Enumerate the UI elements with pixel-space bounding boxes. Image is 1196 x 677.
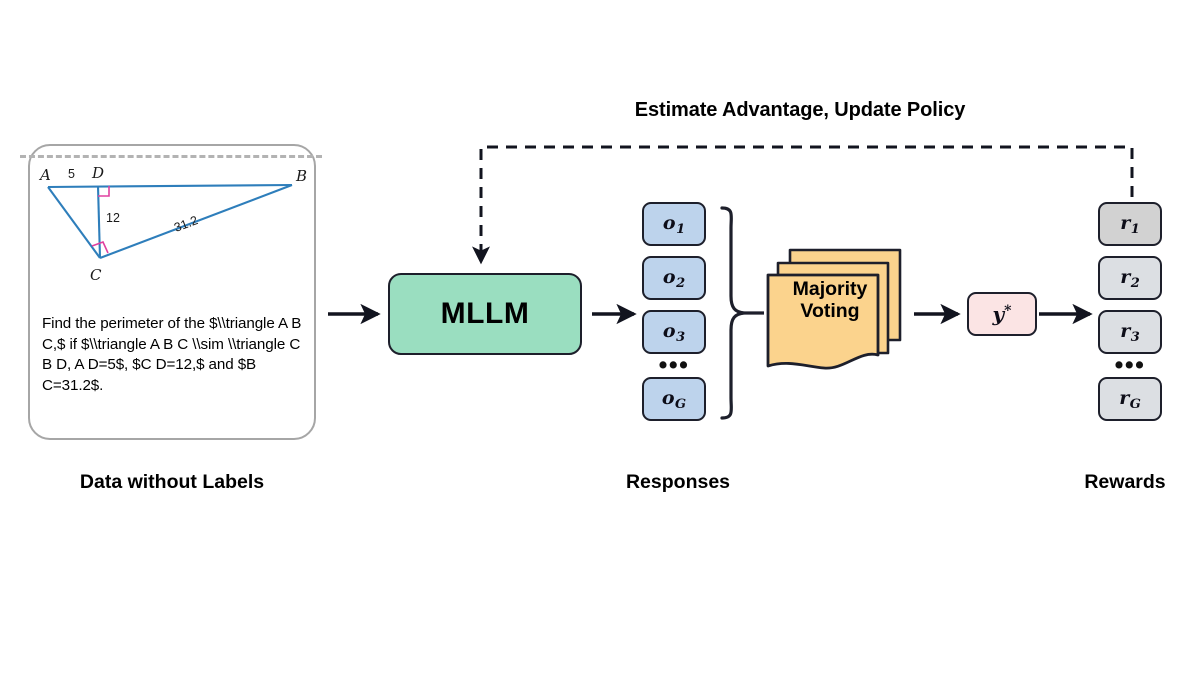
response-label-g: oG bbox=[661, 386, 687, 412]
geometry-measure-ad: 5 bbox=[68, 167, 75, 181]
caption-responses: Responses bbox=[625, 471, 731, 493]
feedback-dashed-arrow bbox=[472, 145, 1134, 265]
geometry-vertex-a: A bbox=[38, 166, 51, 184]
geometry-measure-cd: 12 bbox=[106, 211, 120, 225]
geometry-vertex-b: B bbox=[295, 167, 307, 185]
mllm-block[interactable]: MLLM bbox=[388, 273, 582, 355]
geometry-vertex-c: C bbox=[90, 266, 102, 284]
voting-line-2: Voting bbox=[800, 300, 860, 322]
mllm-label: MLLM bbox=[440, 297, 530, 330]
response-box-2[interactable]: o2 bbox=[642, 256, 706, 300]
reward-box-g[interactable]: rG bbox=[1098, 377, 1162, 421]
reward-label-g: rG bbox=[1119, 386, 1141, 412]
reward-label-2: r2 bbox=[1120, 265, 1140, 291]
majority-voting-label: Majority Voting bbox=[774, 278, 886, 322]
problem-statement-text: Find the perimeter of the $\\triangle A … bbox=[42, 315, 302, 394]
majority-voting-stack[interactable]: Majority Voting bbox=[766, 248, 902, 374]
responses-ellipsis: ••• bbox=[658, 351, 690, 379]
voting-line-1: Majority bbox=[792, 278, 868, 300]
majority-voting-cards bbox=[766, 248, 902, 370]
data-sample-card: A D B C 5 12 31.2 Find the perimeter of … bbox=[28, 144, 316, 440]
response-label-3: o3 bbox=[662, 319, 686, 345]
response-box-g[interactable]: oG bbox=[642, 377, 706, 421]
geometry-vertex-d: D bbox=[91, 164, 104, 182]
consensus-answer-label: y* bbox=[992, 302, 1012, 326]
response-label-2: o2 bbox=[662, 265, 686, 291]
geometry-figure: A D B C 5 12 31.2 bbox=[38, 164, 307, 284]
feedback-loop-label: Estimate Advantage, Update Policy bbox=[634, 99, 966, 121]
reward-box-1[interactable]: r1 bbox=[1098, 202, 1162, 246]
reward-label-1: r1 bbox=[1120, 211, 1140, 237]
reward-box-3[interactable]: r3 bbox=[1098, 310, 1162, 354]
reward-label-3: r3 bbox=[1120, 319, 1140, 345]
response-box-1[interactable]: o1 bbox=[642, 202, 706, 246]
consensus-answer-box[interactable]: y* bbox=[967, 292, 1037, 336]
responses-brace bbox=[720, 206, 745, 420]
caption-rewards: Rewards bbox=[1084, 471, 1166, 493]
response-label-1: o1 bbox=[662, 211, 686, 237]
card-divider bbox=[20, 155, 322, 158]
caption-data-without-labels: Data without Labels bbox=[79, 471, 265, 493]
rewards-ellipsis: ••• bbox=[1114, 351, 1146, 379]
reward-box-2[interactable]: r2 bbox=[1098, 256, 1162, 300]
geometry-measure-bc: 31.2 bbox=[172, 213, 200, 235]
response-box-3[interactable]: o3 bbox=[642, 310, 706, 354]
